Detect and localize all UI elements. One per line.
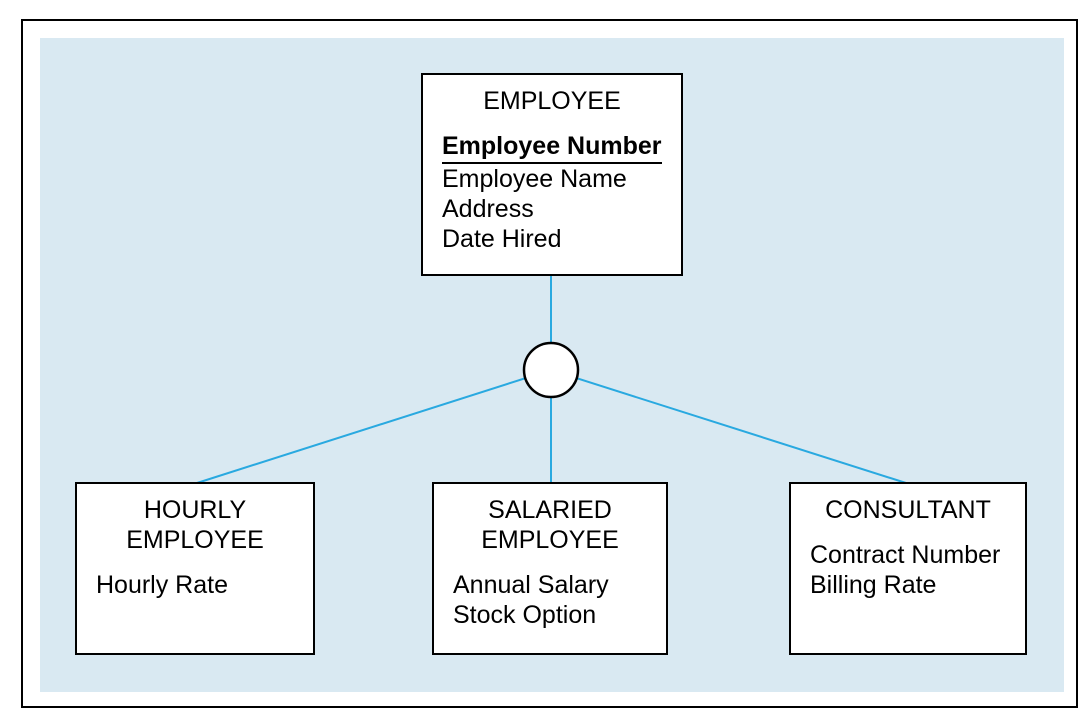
- entity-salaried-attributes: Annual Salary Stock Option: [434, 570, 666, 630]
- entity-consultant: CONSULTANT Contract Number Billing Rate: [789, 482, 1027, 655]
- entity-employee-title: EMPLOYEE: [483, 87, 621, 115]
- attribute-row: Stock Option: [453, 601, 597, 629]
- connector-to-consultant: [550, 369, 907, 484]
- title-line: HOURLY: [143, 496, 247, 524]
- entity-hourly-employee: HOURLY EMPLOYEE Hourly Rate: [75, 482, 315, 655]
- entity-salaried-employee: SALARIED EMPLOYEE Annual Salary Stock Op…: [432, 482, 668, 655]
- title-line: CONSULTANT: [825, 496, 991, 524]
- attribute-row: Billing Rate: [810, 571, 937, 599]
- attribute-row: Date Hired: [442, 225, 562, 253]
- entity-employee-attributes: Employee Number Employee Name Address Da…: [423, 131, 681, 254]
- attribute-row: Hourly Rate: [96, 571, 228, 599]
- entity-consultant-title: CONSULTANT: [791, 484, 1025, 525]
- entity-salaried-title: SALARIED EMPLOYEE: [434, 484, 666, 555]
- attribute-row: Employee Number: [442, 131, 675, 164]
- title-line: SALARIED: [488, 496, 612, 524]
- connector-to-hourly: [196, 369, 552, 484]
- entity-consultant-attributes: Contract Number Billing Rate: [791, 540, 1025, 600]
- key-attribute: Employee Number: [442, 131, 662, 164]
- entity-hourly-title: HOURLY EMPLOYEE: [77, 484, 313, 555]
- attribute-row: Annual Salary: [453, 571, 609, 599]
- entity-employee: EMPLOYEE Employee Number Employee Name A…: [421, 73, 683, 276]
- attribute-row: Contract Number: [810, 541, 1001, 569]
- attribute-row: Address: [442, 195, 534, 223]
- attribute-row: Employee Name: [442, 165, 627, 193]
- subtype-circle: [522, 341, 580, 399]
- title-line: EMPLOYEE: [481, 526, 619, 554]
- entity-hourly-attributes: Hourly Rate: [77, 570, 313, 600]
- title-line: EMPLOYEE: [126, 526, 264, 554]
